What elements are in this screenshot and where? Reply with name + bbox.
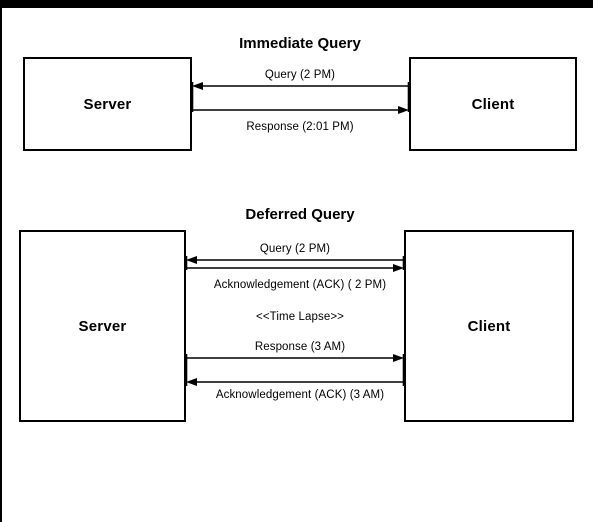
node-label-client: Client [471, 95, 515, 113]
top-black-band [0, 0, 593, 8]
diagram-deferred-query: Deferred Query Server Client [0, 195, 600, 440]
left-black-rule [0, 8, 2, 522]
message-label-ack-2pm: Acknowledgement (ACK) ( 2 PM) [213, 279, 387, 291]
message-label-response-3am: Response (3 AM) [254, 341, 346, 353]
node-label-server: Server [83, 95, 132, 113]
node-label-client: Client [467, 317, 511, 335]
node-label-server: Server [78, 317, 127, 335]
note-time-lapse: <<Time Lapse>> [256, 311, 344, 323]
message-label-ack-3am: Acknowledgement (ACK) (3 AM) [215, 389, 385, 401]
node-client-deferred[interactable]: Client [404, 230, 574, 422]
diagram-title-deferred: Deferred Query [245, 206, 355, 223]
message-label-query-immediate: Query (2 PM) [264, 69, 336, 81]
node-server-deferred[interactable]: Server [19, 230, 186, 422]
diagram-title-immediate: Immediate Query [239, 35, 361, 52]
node-server-immediate[interactable]: Server [23, 57, 192, 151]
diagram-immediate-query: Immediate Query Server Client Query (2 P… [0, 0, 600, 190]
node-client-immediate[interactable]: Client [409, 57, 577, 151]
message-label-query-deferred: Query (2 PM) [259, 243, 331, 255]
message-label-response-immediate: Response (2:01 PM) [246, 121, 354, 133]
